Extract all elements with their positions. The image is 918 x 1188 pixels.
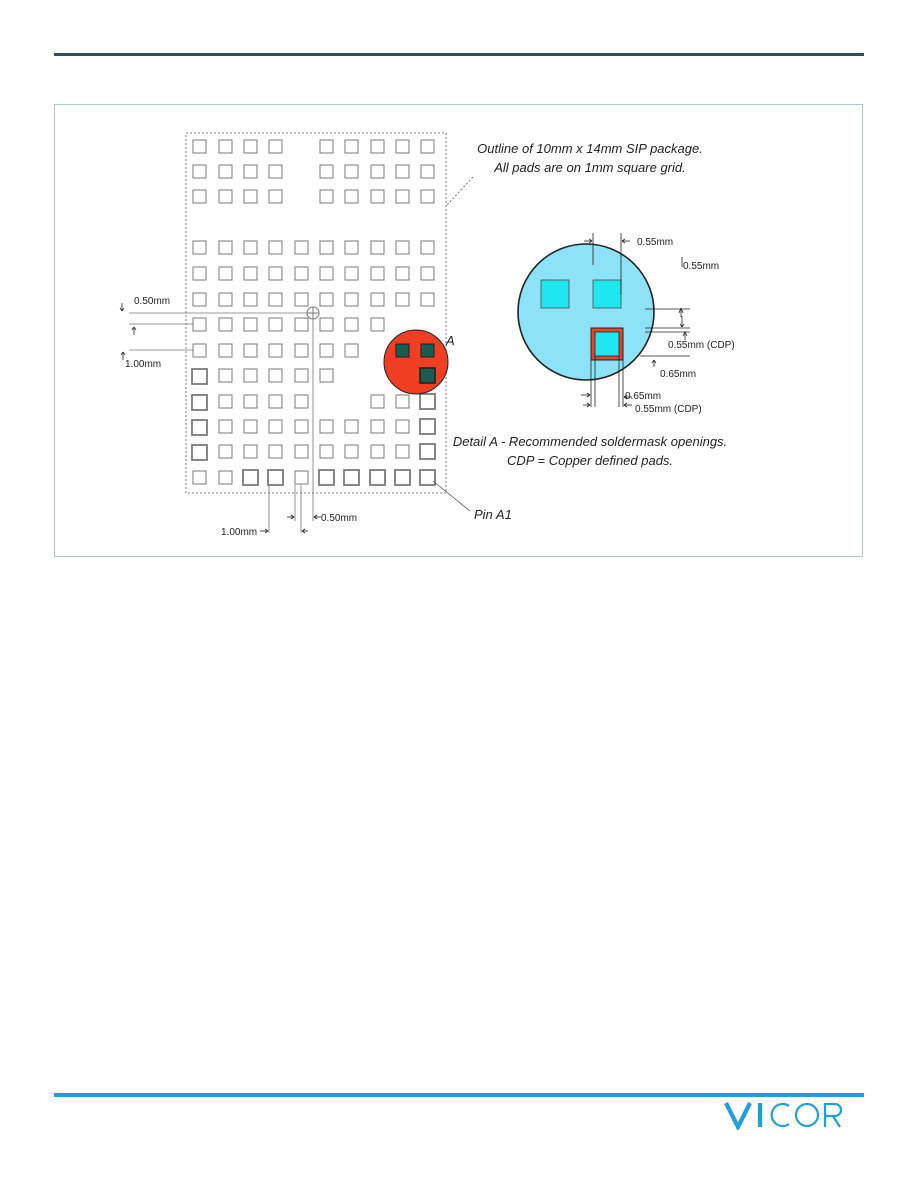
detail-dim-cdp-bottom-label: 0.55mm (CDP) xyxy=(635,404,702,415)
outline-note-line2: All pads are on 1mm square grid. xyxy=(493,160,685,175)
pin-a1-leader xyxy=(432,480,471,512)
magnifier-pad xyxy=(420,343,435,358)
bottom-dimension-lines xyxy=(268,319,314,533)
footprint-diagram: 0.50mm 1.00mm 1.00mm 0.50mm A Outline of… xyxy=(119,132,735,538)
detail-dim-right-top-label: 0.55mm xyxy=(683,261,719,272)
detail-a-magnifier xyxy=(383,329,449,395)
detail-a-marker: A xyxy=(445,333,455,348)
detail-pad xyxy=(592,279,622,309)
detail-caption-line1: Detail A - Recommended soldermask openin… xyxy=(453,434,727,449)
detail-a-circle xyxy=(517,243,655,381)
detail-dim-065-bottom-label: 0.65mm xyxy=(625,391,661,402)
pad-grid xyxy=(191,139,436,486)
detail-dim-065-right-label: 0.65mm xyxy=(660,369,696,380)
detail-cdp-pad xyxy=(594,331,620,357)
footer-rule xyxy=(54,1093,864,1097)
vicor-logo xyxy=(723,1100,863,1130)
detail-dim-top-label: 0.55mm xyxy=(637,237,673,248)
pin-a1-label: Pin A1 xyxy=(474,507,512,522)
magnifier-pad xyxy=(419,367,436,384)
outline-note-leader xyxy=(446,176,474,206)
header-rule xyxy=(54,53,864,56)
vicor-logo-mark xyxy=(724,1102,843,1130)
dim-left-100-label: 1.00mm xyxy=(125,359,161,370)
detail-dimension-lines xyxy=(581,233,690,408)
outline-note-line1: Outline of 10mm x 14mm SIP package. xyxy=(477,141,703,156)
left-dimension-lines xyxy=(129,312,307,351)
detail-pad xyxy=(540,279,570,309)
dim-bottom-050-label: 0.50mm xyxy=(321,513,357,524)
dim-bottom-100-label: 1.00mm xyxy=(221,527,257,538)
figure-frame: 0.50mm 1.00mm 1.00mm 0.50mm A Outline of… xyxy=(54,104,863,557)
detail-dim-cdp-right-label: 0.55mm (CDP) xyxy=(668,340,735,351)
detail-caption-line2: CDP = Copper defined pads. xyxy=(507,453,673,468)
dim-left-050-label: 0.50mm xyxy=(134,296,170,307)
magnifier-pad xyxy=(395,343,410,358)
